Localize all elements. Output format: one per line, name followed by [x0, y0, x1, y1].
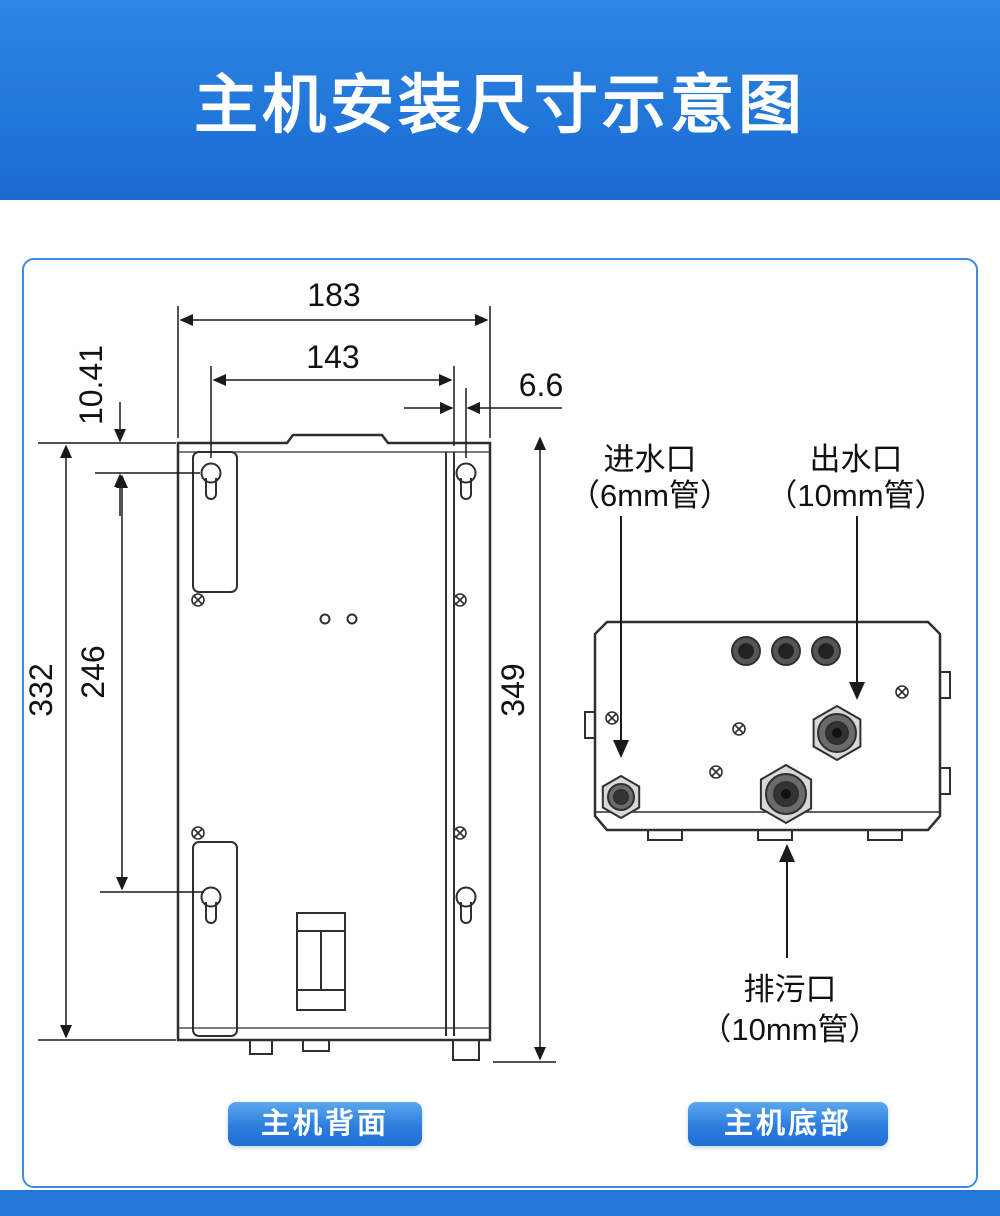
bottom-foot [452, 1039, 480, 1061]
keyhole-bottom-left [200, 886, 222, 924]
dim-183 [177, 306, 491, 438]
keyhole-top-left [200, 462, 222, 500]
dim-246 [100, 474, 204, 893]
caption-back-view: 主机背面 [228, 1102, 422, 1146]
bottom-foot [302, 1039, 330, 1052]
bottom-view-drawing [584, 620, 951, 841]
inlet-fitting [601, 774, 641, 820]
screw-icon [191, 593, 205, 607]
dim-label-height-total: 349 [495, 663, 531, 716]
dim-label-height-outer: 332 [23, 663, 59, 716]
drain-label: 排污口 [744, 972, 837, 1007]
bottom-foot [249, 1039, 273, 1055]
outlet-fitting [812, 704, 862, 762]
dim-label-width-inner: 143 [306, 339, 359, 375]
dim-143 [210, 366, 455, 458]
terminal-block [296, 912, 346, 1011]
dimension-lines [38, 306, 562, 1063]
drain-pipe-label: （10mm管） [700, 1012, 879, 1047]
screw-icon [453, 826, 467, 840]
bracket-top-left [192, 451, 238, 593]
screw-icon [605, 711, 619, 725]
port-labels: 进水口 （6mm管） 出水口 （10mm管） 排污口 （10mm管） [569, 442, 946, 1047]
inlet-label: 进水口 [604, 442, 697, 477]
dim-10-41 [38, 402, 200, 516]
inlet-pipe-label: （6mm管） [569, 478, 731, 513]
outlet-label: 出水口 [810, 442, 903, 477]
footer-bar [0, 1190, 1000, 1216]
screw-icon [191, 826, 205, 840]
dim-label-height-inner: 246 [75, 645, 111, 698]
keyhole-top-right [455, 462, 477, 500]
dim-349 [493, 436, 556, 1063]
vent-holes [731, 636, 841, 666]
dim-label-width-outer: 183 [307, 277, 360, 313]
dim-label-offset-right: 6.6 [519, 367, 563, 403]
caption-bottom-view: 主机底部 [688, 1102, 888, 1146]
keyhole-bottom-right [455, 886, 477, 924]
dimension-labels: 183 143 6.6 10.41 332 246 349 [23, 277, 563, 717]
screw-icon [732, 722, 746, 736]
dim-label-offset-top: 10.41 [73, 345, 109, 425]
screw-icon [895, 685, 909, 699]
back-view-drawing [176, 433, 492, 1061]
bracket-bottom-left [192, 841, 238, 1037]
dim-332 [38, 444, 176, 1041]
port-arrows [613, 516, 865, 958]
screw-icon [709, 765, 723, 779]
drain-fitting [759, 763, 813, 825]
page-title: 主机安装尺寸示意图 [194, 69, 806, 141]
dim-6-6 [404, 388, 562, 458]
outlet-pipe-label: （10mm管） [766, 478, 945, 513]
screw-icon [453, 593, 467, 607]
header-banner: 主机安装尺寸示意图 [0, 0, 1000, 200]
